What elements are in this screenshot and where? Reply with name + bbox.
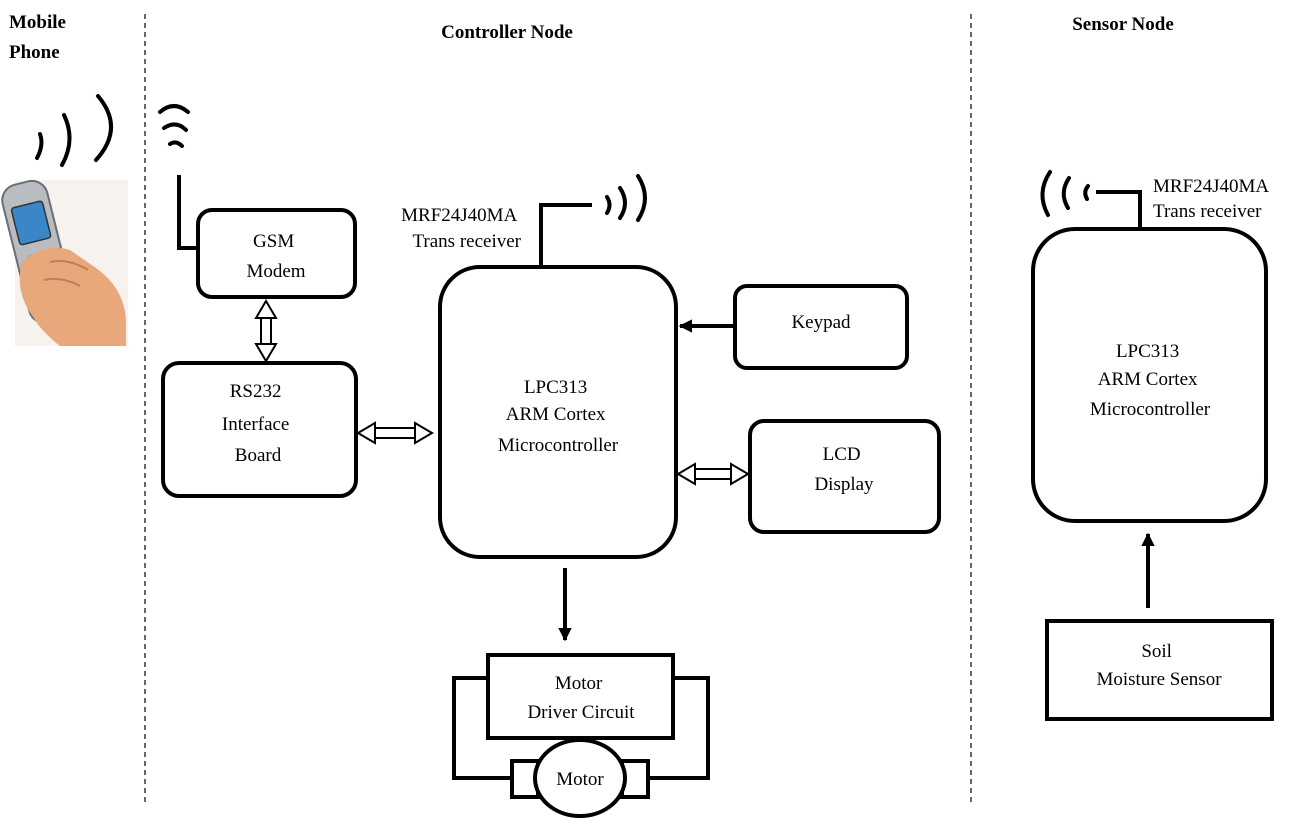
motor-wiring: [452, 676, 710, 780]
svg-text:Soil Moisture Sensor: Soil Moisture Sensor: [1096, 641, 1222, 690]
lcd-display-block: LCD Display: [748, 419, 941, 534]
svg-text:Trans receiver: Trans receiver: [1153, 201, 1262, 222]
section-mobile-phone: Mobile Phone: [9, 12, 71, 63]
rs232-mcu-double-arrow: [356, 421, 434, 445]
svg-text:GSM Modem: GSM Modem: [246, 231, 305, 282]
soil-moisture-sensor-block: Soil Moisture Sensor: [1045, 619, 1274, 721]
gsm-modem-block: GSM Modem: [196, 208, 357, 299]
svg-text:LPC313 ARM Cortex: LPC313 ARM Cortex Microcontroller: [498, 377, 619, 456]
controller-microcontroller-block: LPC313 ARM Cortex Microcontroller: [438, 265, 678, 559]
controller-transceiver: MRF24J40MA Trans receiver: [401, 174, 647, 265]
gsm-rs232-double-arrow: [254, 299, 278, 363]
svg-text:LPC313 ARM Cortex: LPC313 ARM Cortex Microcontroller: [1090, 341, 1211, 420]
mobile-phone-icon: [1, 179, 128, 346]
svg-text:RS232 Interface Bo: RS232 Interface Board: [222, 381, 294, 466]
svg-text:Keypad: Keypad: [791, 312, 851, 333]
gsm-antenna-icon: [158, 104, 199, 250]
phone-signal-icon: [35, 94, 113, 167]
svg-text:Motor Driver Circuit: Motor Driver Circuit: [527, 673, 635, 723]
sensor-microcontroller-block: LPC313 ARM Cortex Microcontroller: [1031, 227, 1268, 523]
keypad-block: Keypad: [733, 284, 909, 370]
svg-text:LCD Display: LCD Display: [814, 444, 874, 495]
section-sensor-node: Sensor Node: [1072, 14, 1174, 35]
rs232-interface-board-block: RS232 Interface Board: [161, 361, 358, 498]
motor-driver-circuit-block: Motor Driver Circuit: [486, 653, 675, 740]
sensor-transceiver: MRF24J40MA Trans receiver: [1040, 170, 1269, 230]
mcu-lcd-double-arrow: [676, 462, 750, 486]
svg-text:Motor: Motor: [556, 769, 604, 790]
section-controller-node: Controller Node: [441, 22, 573, 43]
motor-block: Motor: [510, 738, 650, 818]
svg-text:MRF24J40MA: MRF24J40MA: [1153, 176, 1269, 197]
svg-text:MRF24J40MA Trans receive: MRF24J40MA Trans receiver: [401, 205, 522, 252]
